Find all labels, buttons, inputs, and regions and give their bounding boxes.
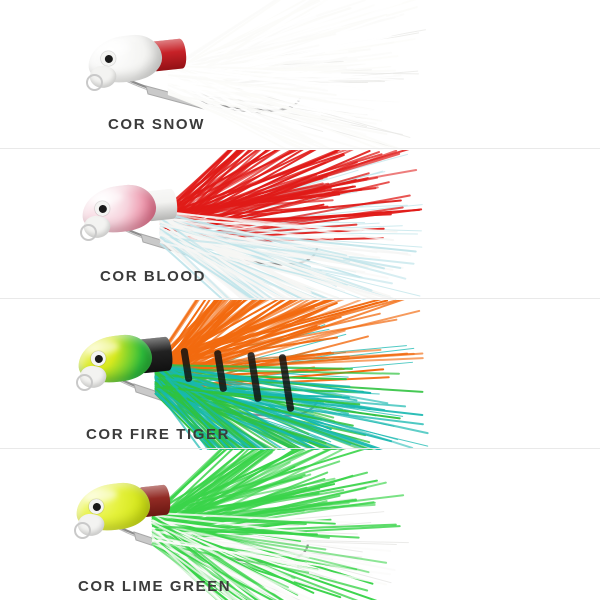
line-eyelet-cor-fire-tiger xyxy=(76,374,93,391)
panel-divider-1 xyxy=(0,148,600,149)
lure-panel-cor-blood: COR BLOOD xyxy=(0,150,600,300)
lure-panel-cor-lime-green: COR LIME GREEN xyxy=(0,450,600,600)
lure-panel-cor-snow: COR SNOW xyxy=(0,0,600,150)
lure-panel-cor-fire-tiger: COR FIRE TIGER xyxy=(0,300,600,450)
panel-divider-3 xyxy=(0,448,600,449)
lure-label-cor-blood: COR BLOOD xyxy=(100,268,207,285)
lure-label-cor-snow: COR SNOW xyxy=(108,116,205,133)
line-eyelet-cor-snow xyxy=(86,74,103,91)
panel-divider-2 xyxy=(0,298,600,299)
line-eyelet-cor-blood xyxy=(80,224,97,241)
line-eyelet-cor-lime-green xyxy=(74,522,91,539)
lure-label-cor-fire-tiger: COR FIRE TIGER xyxy=(86,426,231,443)
lure-label-cor-lime-green: COR LIME GREEN xyxy=(78,578,232,595)
